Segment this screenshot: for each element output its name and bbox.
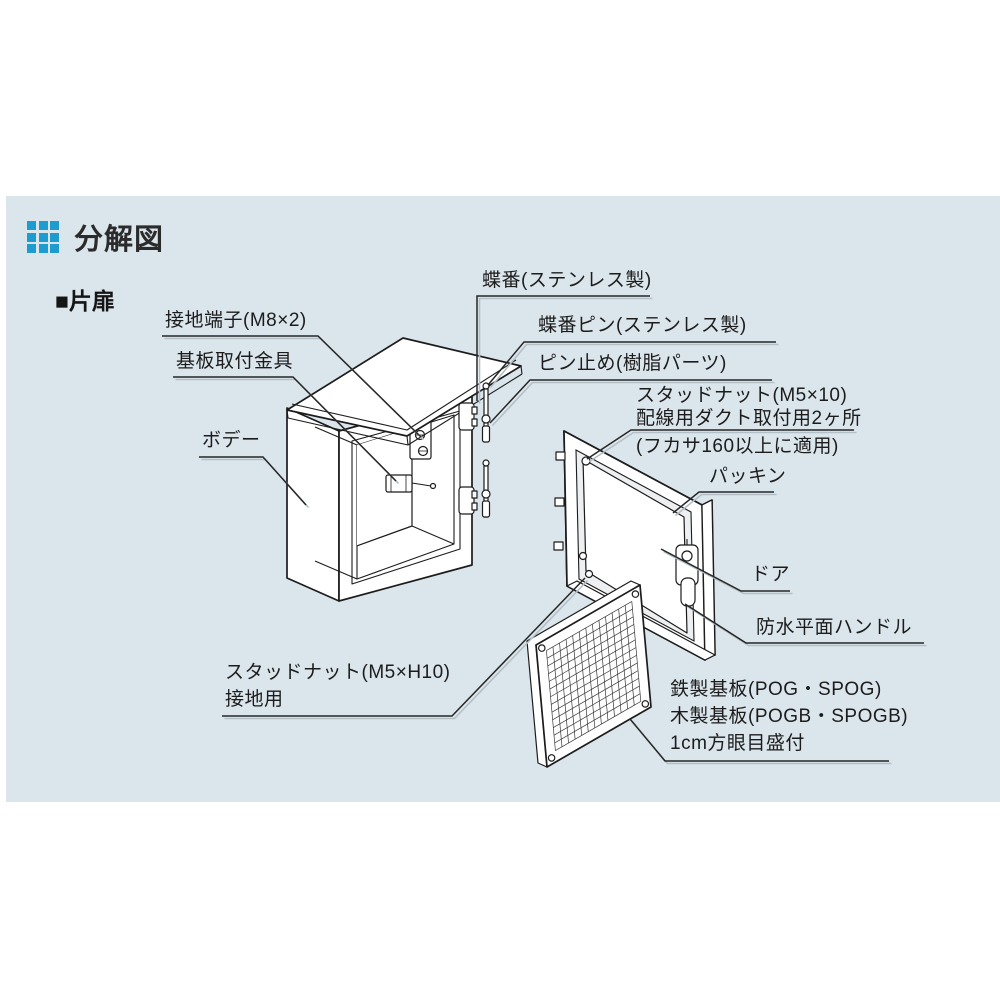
label-stud-duct-line1: スタッドナット(M5×10): [636, 385, 848, 406]
body-box-drawing: [286, 337, 523, 602]
base-plate-drawing: [526, 580, 652, 768]
door-hinge-peg: [553, 541, 564, 551]
label-hinge: 蝶番(ステンレス製): [482, 270, 652, 291]
pin-stopper-upper: [481, 425, 491, 443]
label-stud-ground-line2: 接地用: [225, 689, 284, 710]
label-door: ドア: [751, 564, 791, 585]
label-base-plate-line1: 鉄製基板(POG・SPOG): [670, 679, 882, 700]
hinge-bottom-drawing: [458, 486, 478, 515]
ground-stud: [578, 551, 588, 561]
hinge-pin-lower-drawing: [481, 459, 491, 518]
page-header: 分解図: [27, 216, 164, 258]
page-title: 分解図: [74, 224, 165, 256]
door-edge-right: [701, 499, 716, 661]
label-board-bracket: 基板取付金具: [176, 351, 294, 372]
label-handle: 防水平面ハンドル: [756, 617, 913, 638]
door-hinge-peg: [554, 497, 565, 507]
board-bracket-drawing: [385, 474, 437, 493]
hinge-pin-upper-drawing: [481, 382, 491, 443]
section-label: ■片扉: [55, 288, 115, 314]
door-hinge-peg: [555, 451, 566, 461]
label-hinge-pin: 蝶番ピン(ステンレス製): [538, 315, 747, 336]
body-left-face: [286, 407, 340, 602]
corner-hole: [537, 644, 546, 652]
packing-frame-drawing: [575, 449, 695, 642]
corner-hole: [631, 590, 640, 598]
base-plate-grid-lines: [546, 601, 642, 751]
corner-hole: [641, 700, 650, 708]
label-pin-stopper: ピン止め(樹脂パーツ): [538, 353, 727, 374]
label-stud-ground-line1: スタッドナット(M5×H10): [225, 662, 451, 683]
door-drawing: [553, 430, 716, 661]
label-ground-terminal: 接地端子(M8×2): [165, 310, 307, 331]
base-plate-face: [535, 584, 652, 768]
handle-drawing: [675, 539, 699, 607]
corner-hole: [547, 754, 556, 762]
label-packing: パッキン: [709, 466, 787, 487]
content-panel: [6, 196, 1000, 802]
label-body: ボデー: [202, 430, 261, 451]
label-stud-duct-line3: (フカサ160以上に適用): [636, 436, 839, 457]
hinge-top-drawing: [458, 402, 478, 431]
label-base-plate-line2: 木製基板(POGB・SPOGB): [670, 706, 909, 727]
ground-stud: [584, 569, 594, 579]
pin-stopper-lower: [481, 500, 491, 518]
label-base-plate-line3: 1cm方眼目盛付: [670, 733, 805, 754]
label-stud-duct-line2: 配線用ダクト取付用2ヶ所: [636, 408, 862, 429]
grid-icon: [27, 221, 59, 253]
